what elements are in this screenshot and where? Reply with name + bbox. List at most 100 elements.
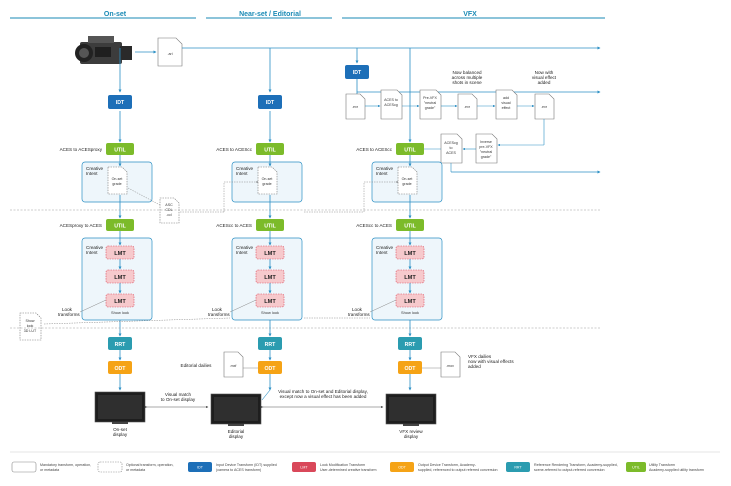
svg-text:Academy-supplied utility trans: Academy-supplied utility transform [649,468,704,472]
svg-text:LMT: LMT [114,299,126,305]
svg-text:grade: grade [262,182,271,186]
svg-text:UTIL: UTIL [404,224,416,230]
svg-text:"neutral: "neutral [480,150,492,154]
vfx-dailies-label-1: VFX dailies [468,354,492,359]
editorial-util-box-2: UTIL [256,219,284,231]
vfx-dailies-label-3: added [468,364,481,369]
svg-text:grade: grade [112,182,121,186]
header-onset: On-set [104,11,127,18]
svg-text:IDT: IDT [353,70,362,76]
svg-text:Creative: Creative [86,245,104,250]
svg-text:RRT: RRT [115,342,126,348]
svg-text:Editorial: Editorial [228,429,245,434]
vfx-acescc-to-aces-label: ACEScc to ACES [356,223,392,228]
svg-text:.exr: .exr [352,105,359,109]
svg-text:IDT: IDT [266,100,275,106]
svg-text:UTIL: UTIL [404,148,416,154]
legend: Mandatory transform, operation, or metad… [10,451,720,473]
editorial-lmt-2: LMT [255,269,285,284]
onset-util-box-1: UTIL [106,143,134,155]
editorial-acescc-to-aces-label: ACEScc to ACES [216,223,252,228]
editorial-rrt-box: RRT [258,337,282,350]
onset-lmt-2: LMT [105,269,135,284]
vfx-lmt-2: LMT [395,269,425,284]
svg-text:On-set: On-set [402,177,413,181]
show-look-lut-doc: Show look 3D LUT [19,312,42,341]
svg-text:Look: Look [352,307,363,312]
editorial-util-box-1: UTIL [256,143,284,155]
vfx-lmt-1: LMT [395,245,425,260]
svg-text:LMT: LMT [264,275,276,281]
svg-text:Inverse: Inverse [480,140,492,144]
onset-lmt-1: LMT [105,245,135,260]
svg-text:add: add [503,96,509,100]
vfx-dailies-label-2: now with visual effects [468,359,514,364]
svg-text:pre-VFX: pre-VFX [479,145,493,149]
svg-text:Creative: Creative [376,166,394,171]
svg-text:Pre-VFX: Pre-VFX [423,96,437,100]
svg-text:ODT: ODT [405,366,417,372]
vfx-display-monitor-icon [385,393,437,426]
vfx-exr-doc-2: .exr [457,93,478,120]
svg-text:UTIL: UTIL [114,224,126,230]
svg-text:Look Modification Transform: Look Modification Transform [320,463,365,467]
header-editorial: Near-set / Editorial [239,11,301,18]
editorial-odt-box: ODT [258,361,282,374]
vfx-now-balanced-1: Now balanced [452,70,482,75]
vfx-now-balanced-3: shots in scene [452,80,482,85]
svg-text:ACEScg: ACEScg [384,103,398,107]
svg-text:ODT: ODT [115,366,127,372]
onset-show-look: Show look [111,310,129,315]
onset-look-transforms-2: transforms [58,312,80,317]
column-headers: On-set Near-set / Editorial VFX [10,11,605,19]
onset-rrt-box: RRT [108,337,132,350]
svg-text:.ccl: .ccl [166,213,172,217]
svg-text:LMT: LMT [404,299,416,305]
svg-text:RRT: RRT [514,466,522,470]
vfx-column: IDT .exr ACES to ACEScg Pre-VFX "neutral gr… [304,48,601,439]
legend-odt: ODT Output Device Transform, Academy- su… [390,462,498,472]
editorial-column: IDT UTIL ACES to ACEScc Creative Intent … [43,95,303,439]
onset-idt-box: IDT [108,95,132,109]
svg-text:LMT: LMT [264,251,276,257]
svg-text:UTIL: UTIL [264,148,276,154]
svg-text:Utility Transform: Utility Transform [649,463,675,467]
onset-look-transforms-1: Look [62,307,73,312]
onset-odt-box: ODT [108,361,132,374]
svg-text:supplied, referenced to output: supplied, referenced to output referred … [418,468,498,472]
svg-text:to On-set display: to On-set display [161,397,196,402]
svg-text:grade": grade" [425,106,436,110]
svg-text:ACES: ACES [446,151,456,155]
svg-text:.mov: .mov [446,364,454,368]
camera-icon [75,36,132,64]
svg-text:effect: effect [502,106,511,110]
editorial-grade-doc: On-set grade [257,166,278,195]
svg-text:grade: grade [402,182,411,186]
svg-text:or metadata: or metadata [126,468,145,472]
svg-text:.mxf: .mxf [230,364,237,368]
legend-idt: IDT Input Device Transform (IDT) supplie… [188,462,277,472]
svg-text:LMT: LMT [264,299,276,305]
vfx-odt-box: ODT [398,361,422,374]
svg-text:VFX review: VFX review [399,429,423,434]
svg-text:to: to [450,146,453,150]
vfx-now-with-effect-3: added [538,80,551,85]
svg-text:3D LUT: 3D LUT [24,329,37,333]
editorial-lmt-1: LMT [255,245,285,260]
svg-text:LMT: LMT [404,275,416,281]
svg-text:.exr: .exr [541,105,548,109]
onset-display-label-1: On-set [113,427,128,432]
svg-text:.ari: .ari [168,52,173,56]
vfx-util-box-1: UTIL [396,143,424,155]
editorial-idt-box: IDT [258,95,282,109]
svg-text:Intent: Intent [376,250,388,255]
vfx-dailies-doc: .mov [440,351,461,378]
vfx-grade-doc: On-set grade [397,166,418,195]
svg-text:.exr: .exr [464,105,471,109]
onset-grade-doc: On-set grade [107,166,128,195]
legend-util: UTIL Utility Transform Academy-supplied … [626,462,704,472]
editorial-dailies-doc: .mxf [223,351,244,378]
svg-text:transforms: transforms [348,312,370,317]
svg-text:Look: Look [212,307,223,312]
svg-text:Show look: Show look [261,310,279,315]
